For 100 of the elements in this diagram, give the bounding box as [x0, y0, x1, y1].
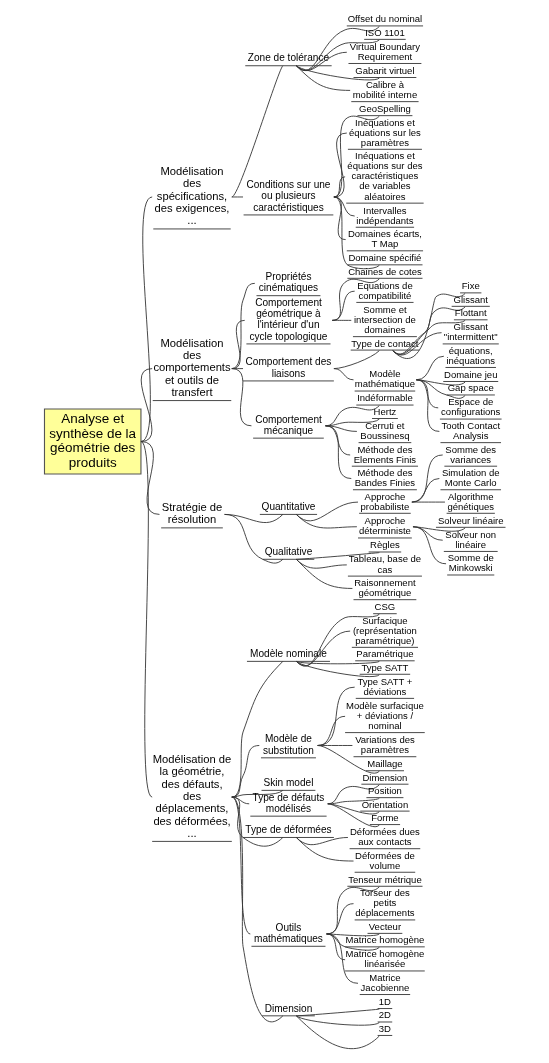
- node-text: Domaines écarts, T Map: [347, 228, 422, 250]
- node-text: Torseur des petits déplacements: [354, 887, 415, 919]
- node-text: Outils mathématiques: [253, 921, 323, 945]
- node-text: Domaine jeu: [443, 368, 497, 380]
- node-text: Méthode des Elements Finis: [353, 443, 416, 465]
- node-text: Stratégie de résolution: [161, 501, 222, 526]
- node-text: Comportement mécanique: [254, 413, 322, 436]
- node-text: Solveur linéaire: [437, 514, 504, 526]
- node-text: Calibre à mobilité interne: [352, 78, 417, 101]
- connector: [391, 332, 442, 356]
- node-text: Skin model: [263, 777, 313, 789]
- connector: [230, 796, 251, 935]
- connector: [332, 196, 380, 270]
- node-text: Modélisation des comportements et outils de transfert: [152, 336, 231, 399]
- node-text: Fixe: [461, 280, 480, 292]
- connector: [230, 660, 283, 798]
- node-text: Déformées dues aux contacts: [349, 826, 420, 848]
- node-text: 2D: [378, 1009, 391, 1021]
- connector: [326, 803, 380, 828]
- node-text: Méthode des Bandes Finies: [354, 467, 415, 489]
- node-text: Type SATT: [360, 661, 408, 673]
- node-text: Matrice homogène: [345, 934, 424, 946]
- connector: [331, 290, 355, 321]
- node-text: Flottant: [454, 307, 487, 319]
- connector: [140, 368, 153, 442]
- connector: [295, 513, 357, 529]
- node-text: Tooth Contact Analysis: [440, 419, 500, 442]
- connector: [331, 319, 352, 321]
- connector: [332, 196, 355, 217]
- connector: [295, 613, 380, 667]
- connector: [295, 837, 354, 862]
- node-text: Hertz: [373, 405, 396, 417]
- node-text: Type de défauts modélisés: [252, 791, 324, 814]
- connector: [295, 660, 380, 678]
- connector: [140, 441, 160, 515]
- node-text: Gabarit virtuel: [354, 64, 415, 76]
- node-text: CSG: [374, 601, 395, 613]
- node-text: Modèle surfacique + déviations / nominal: [345, 699, 424, 732]
- node-text: Tenseur métrique: [347, 873, 422, 885]
- connector: [230, 796, 283, 1023]
- node-text: Equations de compatibilité: [356, 279, 413, 301]
- connector: [295, 558, 347, 569]
- node-text: Type de contact: [350, 337, 419, 349]
- connector: [325, 933, 358, 984]
- node-text: Gap space: [447, 382, 494, 394]
- node-text: Offset du nominal: [347, 13, 422, 25]
- connector: [391, 319, 466, 355]
- connector: [140, 441, 153, 798]
- connector: [295, 65, 380, 81]
- connector: [295, 1015, 380, 1026]
- node-text: Orientation: [361, 798, 408, 810]
- node-text: Virtual Boundary Requirement: [349, 40, 420, 62]
- node-text: Règles: [369, 539, 400, 551]
- connector: [412, 526, 446, 565]
- node-box: Analyse et synthèse de la géométrie des produits: [43, 408, 141, 475]
- connector: [410, 454, 443, 503]
- node-text: ISO 1101: [364, 26, 405, 38]
- connector: [316, 745, 380, 774]
- node-text: 1D: [378, 995, 391, 1007]
- node-text: Approche déterministe: [358, 515, 411, 537]
- node-text: Maillage: [366, 758, 403, 770]
- connector: [325, 933, 346, 961]
- connector: [230, 65, 283, 198]
- node-text: Raisonnement géométrique: [353, 576, 416, 599]
- node-text: Comportement des liaisons: [245, 356, 331, 379]
- node-text: Inéquations et équations sur les paramètres: [348, 116, 421, 148]
- node-text: Variations des paramètres: [354, 734, 415, 756]
- connector: [140, 196, 153, 442]
- connector: [415, 379, 440, 432]
- node-text: Modèle mathématique: [354, 368, 415, 390]
- node-text: Espace de configurations: [440, 396, 500, 418]
- connector: [331, 278, 380, 321]
- node-text: 3D: [378, 1022, 391, 1034]
- node-text: Comportement géométrique à l'intérieur d'un cycle topologique: [249, 297, 327, 342]
- node-text: Dimension: [264, 1002, 312, 1014]
- connector: [295, 630, 351, 667]
- connector: [223, 513, 283, 564]
- node-text: Type de déformées: [244, 824, 332, 836]
- node-text: Zone de tolérance: [247, 52, 329, 64]
- connector: [410, 501, 445, 503]
- node-text: Indéformable: [356, 392, 413, 404]
- connector: [324, 425, 352, 479]
- node-text: Intervalles indépendants: [355, 204, 414, 226]
- node-text: Domaine spécifié: [347, 252, 421, 264]
- node-text: GeoSpelling: [358, 103, 411, 115]
- connector: [295, 558, 353, 589]
- node-text: Solveur non linéaire: [444, 528, 496, 550]
- node-text: Modèle nominale: [249, 648, 327, 660]
- connector: [230, 196, 243, 198]
- node-text: Algorithme génétiques: [446, 490, 494, 512]
- node-text: Simulation de Monte Carlo: [441, 467, 500, 489]
- node-text: Position: [367, 785, 402, 797]
- node-text: Quantitative: [261, 501, 315, 513]
- node-text: Glissant "intermittent": [443, 321, 498, 343]
- node-text: Inéquations et équations sur des caractéristiques de variables aléatoires: [346, 150, 422, 202]
- node-text: Surfacique (représentation paramétrique): [352, 614, 417, 646]
- node-text: Somme des variances: [444, 443, 496, 465]
- node-text: Vecteur: [368, 920, 401, 932]
- node-text: Dimension: [361, 771, 407, 783]
- node-text: Somme et intersection de domaines: [353, 303, 416, 336]
